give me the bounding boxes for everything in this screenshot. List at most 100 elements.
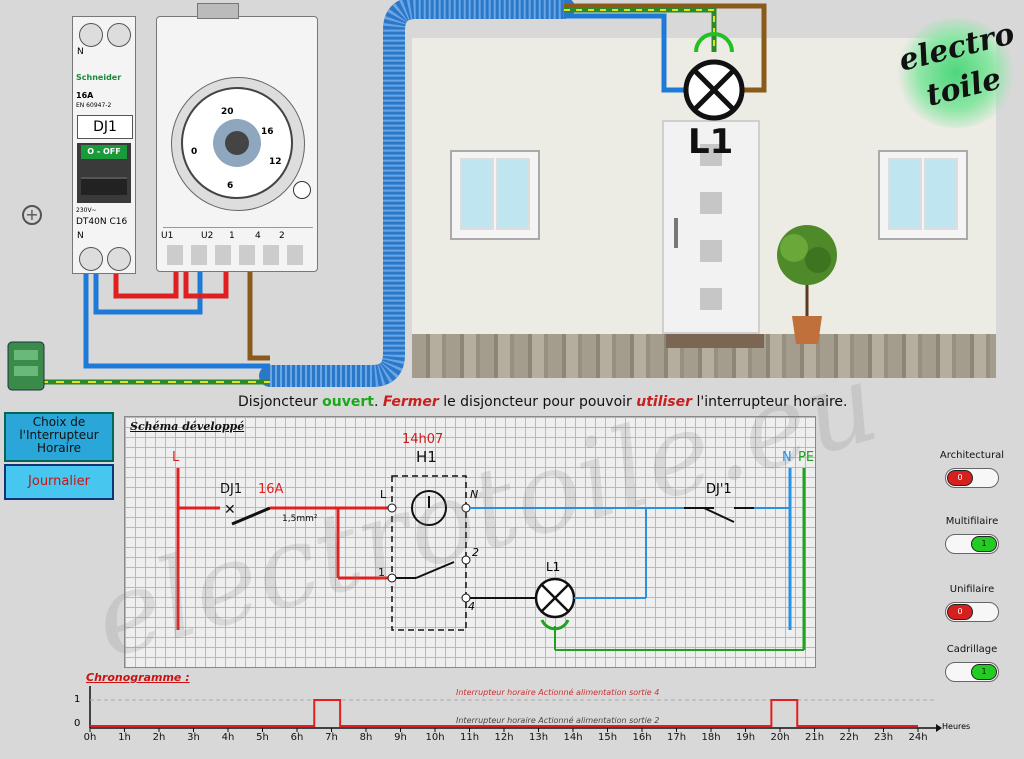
toggle-architectural-label: Architectural [939,450,1005,461]
schema-lamp: L1 [546,560,561,574]
chrono-hour-label: 19h [735,732,756,743]
dial-number: 20 [221,107,234,117]
schema-section: 1,5mm² [282,514,318,524]
schema-terminal-n: N [470,488,479,501]
timer-terminal-1: 1 [229,231,235,241]
window-left [450,150,540,240]
chrono-legend-2: Interrupteur horaire Actionné alimentati… [456,716,660,725]
chrono-hour-label: 9h [394,732,407,743]
schema-dj1: DJ1 [220,482,243,497]
toggle-multifilaire-label: Multifilaire [945,516,999,527]
chrono-hour-label: 2h [152,732,166,743]
schema-line-n: N [782,450,792,465]
dial-number: 0 [191,147,198,157]
chrono-hour-label: 10h [425,732,445,743]
lamp-label: L1 [688,122,734,162]
chrono-hour-label: 23h [873,732,894,743]
dial-number: 16 [261,127,274,137]
chronogram-title: Chronogramme : [86,671,190,684]
chrono-signal-line [90,699,918,727]
wiring-diagram-architectural [7,0,767,391]
chrono-hour-label: 16h [632,732,652,743]
toggle-cadrillage[interactable]: 1 [945,662,999,682]
schema-line-l: L [172,450,180,465]
schematic-grid [124,416,816,668]
doormat [666,334,764,348]
chrono-hour-label: 15h [597,732,618,743]
toggle-unifilaire[interactable]: 0 [945,602,999,622]
chrono-hour-label: 1h [118,732,131,743]
toggle-unifilaire-label: Unifilaire [949,584,995,595]
schema-rating: 16A [258,482,284,497]
breaker-model: DT40N C16 [76,217,128,227]
schema-line-pe: PE [798,450,815,465]
breaker-norm: EN 60947-2 [76,102,112,109]
chrono-hour-label: 14h [563,732,583,743]
schema-terminal-1: 1 [378,566,385,579]
schema-terminal-4: 4 [468,600,475,613]
chrono-hour-label: 6h [290,732,304,743]
timer-terminal-u2: U2 [201,231,214,241]
toggle-multifilaire[interactable]: 1 [945,534,999,554]
timer-dial[interactable] [181,87,293,199]
chrono-hour-label: 17h [666,732,687,743]
front-door [662,120,760,334]
chrono-hour-label: 21h [804,732,825,743]
status-utiliser: utiliser [636,394,693,410]
status-ouvert: ouvert [322,394,374,410]
breaker-label: DJ1 [77,115,133,139]
breaker-state[interactable]: O - OFF [81,145,127,159]
chrono-legend-4: Interrupteur horaire Actionné alimentati… [456,688,660,697]
chrono-hour-label: 8h [359,732,373,743]
chrono-hour-label: 12h [494,732,514,743]
status-fermer: Fermer [382,394,439,410]
terminal-block[interactable] [8,342,44,390]
timer-terminal-4: 4 [255,231,261,241]
chrono-hour-label: 20h [770,732,790,743]
breaker-rating: 16A [76,91,94,100]
electrotoile-logo [896,18,1016,128]
chrono-hour-label: 18h [701,732,721,743]
svg-text:✕: ✕ [224,502,236,518]
chrono-hour-label: 3h [187,732,200,743]
chrono-hour-label: 22h [839,732,859,743]
toggle-architectural[interactable]: 0 [945,468,999,488]
status-message: Disjoncteur ouvert. Fermer le disjoncteu… [238,394,848,410]
breaker-toggle-lever[interactable] [81,177,127,195]
window-right [878,150,968,240]
developed-schematic: ✕ [176,468,806,651]
journalier-button[interactable]: Journalier [4,464,114,500]
chrono-hour-label: 7h [325,732,338,743]
circuit-breaker-dj1[interactable]: N Schneider 16A EN 60947-2 DJ1 O - OFF 2… [72,16,136,274]
chrono-y-0: 0 [74,718,81,729]
schema-terminal-l: L [380,488,387,501]
time-switch-h1[interactable]: 20 16 12 0 6 U1 U2 1 4 2 [156,3,318,272]
timer-terminal-u1: U1 [161,231,174,241]
chrono-x-label: Heures [942,722,971,731]
chrono-hour-label: 24h [908,732,928,743]
choice-timer-button[interactable]: Choix de l'Interrupteur Horaire [4,412,114,462]
breaker-n-top: N [77,47,84,57]
schema-h1: H1 [416,448,437,466]
breaker-n-bottom: N [77,231,84,241]
chrono-y-1: 1 [74,694,81,705]
schema-title: Schéma développé [130,420,245,433]
schema-terminal-2: 2 [472,546,479,559]
breaker-brand: Schneider [76,73,122,82]
toggle-cadrillage-label: Cadrillage [946,644,998,655]
chrono-hour-label: 13h [528,732,549,743]
schema-dj1p: DJ'1 [706,482,732,497]
plant-pot-icon [777,225,837,344]
chronogram-chart [89,686,942,732]
chrono-hour-label: 5h [256,732,269,743]
schema-time: 14h07 [402,432,444,447]
chrono-hour-label: 4h [221,732,235,743]
timer-terminal-2: 2 [279,231,285,241]
dial-number: 6 [227,181,234,191]
chrono-hour-label: 0h [83,732,97,743]
zoom-plus-icon[interactable]: + [22,205,42,225]
breaker-voltage: 230V~ [76,207,97,214]
dial-number: 12 [269,157,282,167]
chrono-hour-label: 11h [459,732,480,743]
clock-icon [293,181,311,199]
